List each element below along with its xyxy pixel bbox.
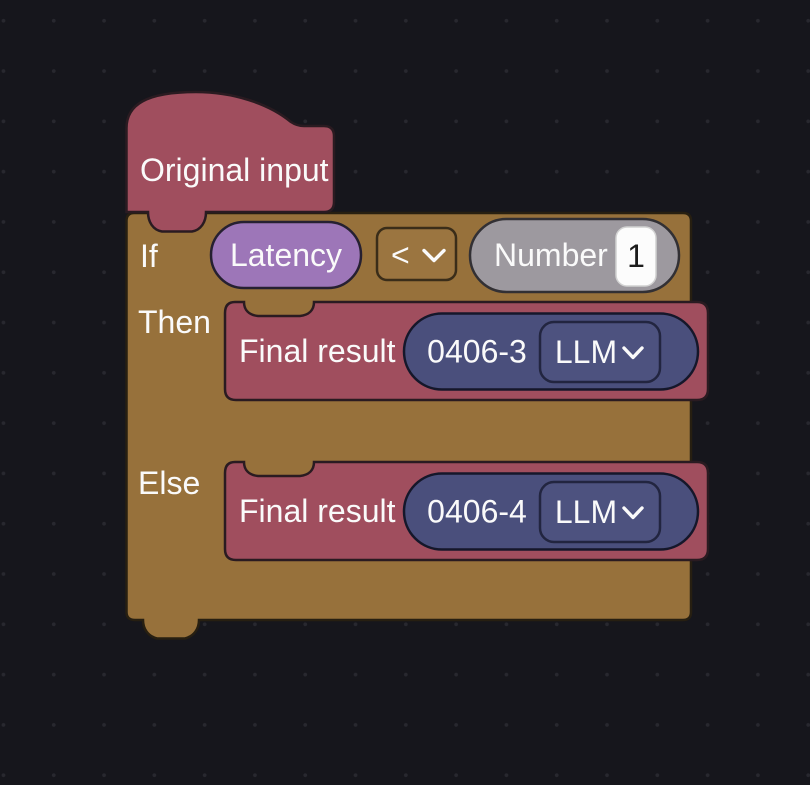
else-model-label: LLM bbox=[555, 494, 617, 530]
then-model-dropdown[interactable]: LLM bbox=[540, 322, 660, 382]
then-keyword-label: Then bbox=[138, 304, 211, 340]
else-statement-block[interactable]: Final result 0406-4 LLM bbox=[225, 462, 708, 560]
original-input-label: Original input bbox=[140, 152, 329, 188]
then-final-result-label: Final result bbox=[239, 333, 396, 369]
else-output-value: 0406-4 bbox=[427, 494, 527, 530]
number-pill-label: Number bbox=[494, 237, 608, 273]
else-model-dropdown[interactable]: LLM bbox=[540, 482, 660, 542]
else-keyword-label: Else bbox=[138, 465, 200, 501]
if-keyword-label: If bbox=[140, 238, 158, 274]
then-output-value: 0406-3 bbox=[427, 334, 527, 370]
latency-pill-label: Latency bbox=[230, 237, 342, 273]
then-statement-block[interactable]: Final result 0406-3 LLM bbox=[225, 302, 708, 400]
number-value-text: 1 bbox=[627, 238, 645, 274]
else-final-result-label: Final result bbox=[239, 493, 396, 529]
operator-label: < bbox=[391, 237, 410, 273]
condition-variable-pill[interactable]: Latency bbox=[211, 222, 361, 288]
original-input-block[interactable]: Original input bbox=[127, 92, 335, 232]
condition-value-pill[interactable]: Number 1 bbox=[470, 219, 679, 292]
operator-dropdown-body[interactable] bbox=[377, 228, 456, 280]
then-model-label: LLM bbox=[555, 334, 617, 370]
then-output-pill[interactable]: 0406-3 LLM bbox=[404, 314, 698, 390]
operator-dropdown[interactable]: < bbox=[377, 228, 456, 280]
else-output-pill[interactable]: 0406-4 LLM bbox=[404, 474, 698, 550]
